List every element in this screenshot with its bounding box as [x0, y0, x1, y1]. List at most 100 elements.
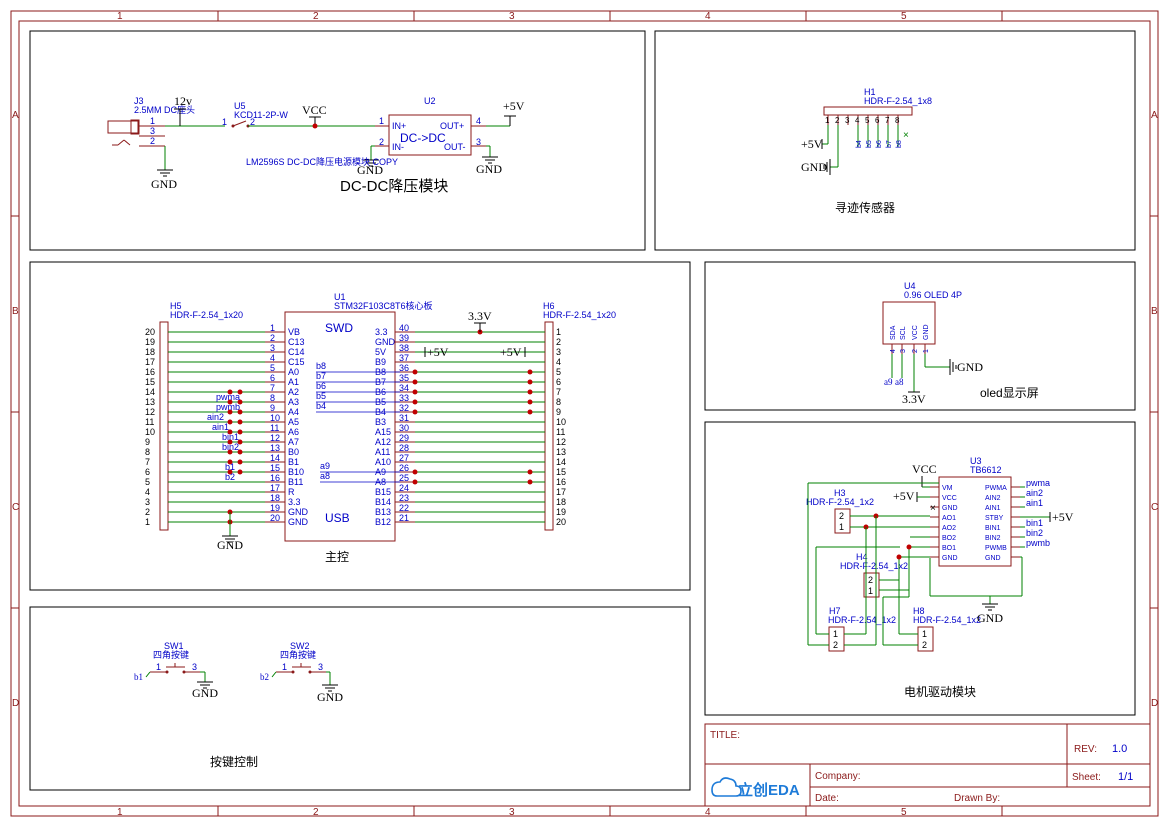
gnd-label: GND — [151, 177, 177, 191]
oled-net-a8: a8 — [895, 377, 904, 387]
row-label-c-right: C — [1151, 502, 1158, 513]
net-label: b5 — [316, 391, 326, 401]
h6-pin-number: 20 — [556, 517, 566, 527]
h5-pin-number: 2 — [145, 507, 150, 517]
oled-pin-number: 1 — [923, 349, 930, 353]
sheet-label: Sheet: — [1072, 772, 1101, 783]
junction-dot — [237, 399, 243, 405]
gnd-symbol — [197, 681, 213, 689]
u3-left-pin: BO2 — [942, 535, 956, 542]
panel-main — [29, 261, 691, 591]
col-label-1-bottom: 1 — [117, 807, 123, 818]
junction-dot — [237, 389, 243, 395]
col-label-2-bottom: 2 — [313, 807, 319, 818]
u3-left-pin: VCC — [942, 495, 957, 502]
u4-body — [882, 301, 936, 345]
junction-dot — [237, 439, 243, 445]
junction-dot — [227, 469, 233, 475]
u1-right-pin-name: A12 — [375, 437, 391, 447]
junction-dot — [527, 399, 533, 405]
net-label: ain2 — [207, 412, 224, 422]
u1-right-pin-number: 36 — [399, 363, 409, 373]
h1-pin-number: 4 — [855, 116, 860, 125]
u1-left-pin-name: B11 — [288, 477, 303, 487]
u1-right-pin-name: 3.3 — [375, 327, 388, 337]
u1-right-pin-number: 35 — [399, 373, 409, 383]
u1-right-pin-number: 26 — [399, 463, 409, 473]
h1-net-label: b4 — [856, 140, 863, 148]
oled-title: oled显示屏 — [980, 386, 1039, 400]
u1-right-pin-name: B3 — [375, 417, 386, 427]
junction-dot — [527, 479, 533, 485]
junction-dot — [412, 389, 418, 395]
u1-left-pin-name: R — [288, 487, 295, 497]
net-3v3: 3.3V — [468, 309, 492, 323]
sw1-value: 四角按键 — [153, 649, 189, 660]
h6-pin-number: 18 — [556, 497, 566, 507]
gnd-symbol — [982, 603, 998, 611]
gnd-symbol — [823, 159, 831, 175]
h6-pin-number: 2 — [556, 337, 561, 347]
u1-left-pin-name: B1 — [288, 457, 299, 467]
u1-left-pin-name: 3.3 — [288, 497, 301, 507]
h5-pin-number: 8 — [145, 447, 150, 457]
net-label: ain1 — [212, 422, 229, 432]
u2-in-plus: IN+ — [392, 121, 406, 131]
junction-dot — [227, 429, 233, 435]
u1-left-pin-name: A7 — [288, 437, 299, 447]
pushbutton-icon — [150, 663, 200, 674]
h6-pin-number: 12 — [556, 437, 566, 447]
u1-left-pin-name: A6 — [288, 427, 299, 437]
buttons-title: 按键控制 — [210, 755, 258, 769]
u1-right-pin-number: 23 — [399, 493, 409, 503]
u1-left-pin-number: 15 — [270, 463, 280, 473]
h3-value: HDR-F-2.54_1x2 — [806, 497, 874, 507]
u4-ref: U4 — [904, 281, 916, 291]
h6-pin-number: 4 — [556, 357, 561, 367]
h6-value: HDR-F-2.54_1x20 — [543, 310, 616, 320]
u3-net-label: pwmb — [1026, 538, 1050, 548]
h3-ref: H3 — [834, 488, 846, 498]
h3-body — [834, 508, 851, 534]
buttons-module: SW1 四角按键 1 3 b1 GND SW2 四角按键 1 3 — [134, 641, 343, 769]
u1-right-pin-number: 30 — [399, 423, 409, 433]
gnd-symbol — [157, 169, 173, 177]
u1-left-pin-number: 10 — [270, 413, 280, 423]
u1-left-pin-name: A1 — [288, 377, 299, 387]
u1-left-pin-number: 7 — [270, 383, 275, 393]
gnd-symbol — [363, 159, 379, 167]
u5-pin2: 2 — [250, 117, 255, 127]
sw2-pin3: 3 — [318, 662, 323, 672]
dcdc-title: DC-DC降压模块 — [340, 178, 448, 195]
row-label-a: A — [12, 110, 19, 121]
h5-pin-number: 9 — [145, 437, 150, 447]
net-label: b6 — [316, 381, 326, 391]
net-5v: +5V — [893, 489, 915, 503]
u3-value: TB6612 — [970, 465, 1002, 475]
row-label-b: B — [12, 306, 19, 317]
h6-body — [544, 321, 554, 531]
u3-left-pin: GND — [942, 555, 958, 562]
tracker-title: 寻迹传感器 — [835, 200, 895, 215]
logo-text: 立创EDA — [738, 781, 800, 799]
u2-ref: U2 — [424, 96, 436, 106]
u1-right-pin-name: B13 — [375, 507, 391, 517]
junction-dot — [227, 439, 233, 445]
net-5v: +5V — [500, 345, 522, 359]
u3-left-pin: VM — [942, 485, 953, 492]
u5-pin1: 1 — [222, 117, 227, 127]
h1-body — [823, 106, 913, 116]
h3-pin1: 1 — [839, 522, 844, 532]
panel-dcdc — [29, 30, 646, 251]
junction-dot — [237, 469, 243, 475]
u1-right-pin-number: 34 — [399, 383, 409, 393]
company-label: Company: — [815, 771, 861, 782]
oled-pin-name: GND — [923, 324, 930, 340]
net-label: a9 — [320, 461, 330, 471]
u2-out-plus: OUT+ — [440, 121, 464, 131]
h5-pin-number: 13 — [145, 397, 155, 407]
u1-left-pin-number: 2 — [270, 333, 275, 343]
